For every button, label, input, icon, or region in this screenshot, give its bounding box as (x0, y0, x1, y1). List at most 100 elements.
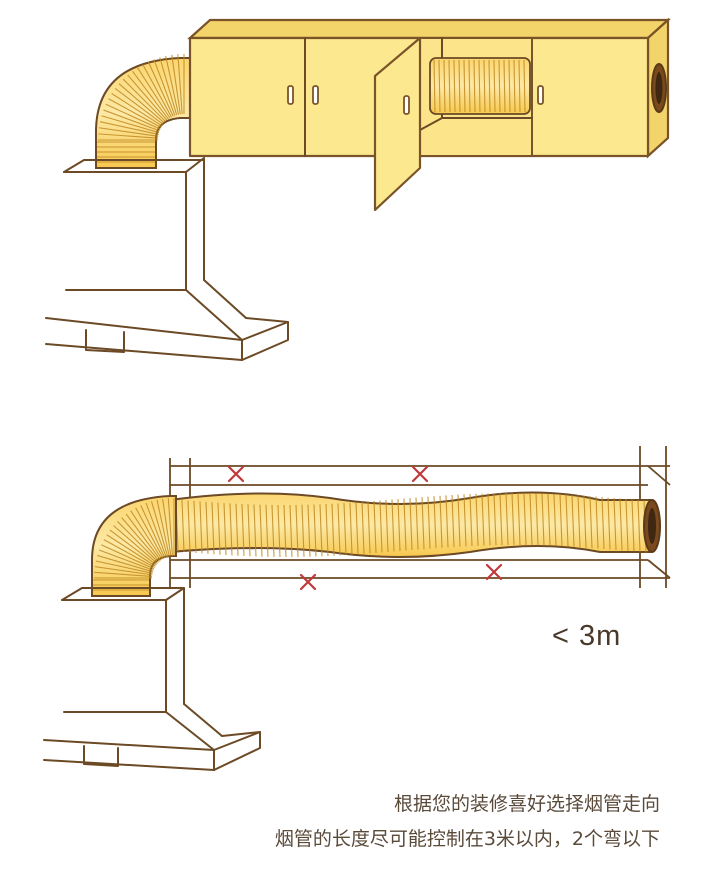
duct-rib (211, 502, 215, 555)
duct-rib (117, 521, 159, 563)
duct-rib (137, 67, 171, 119)
duct-rib (94, 571, 153, 577)
duct-rib (625, 498, 629, 551)
duct-rib (498, 59, 501, 113)
duct-rib (289, 504, 293, 558)
duct-rib (427, 496, 431, 549)
duct-rib (122, 78, 167, 123)
duct-rib (98, 549, 154, 571)
cross-mark-icon (411, 465, 429, 483)
duct-rib (159, 57, 178, 116)
duct-rib (105, 103, 161, 130)
duct-rib (118, 83, 165, 124)
duct-rib (114, 88, 164, 125)
duct-rib (325, 504, 329, 557)
duct-rib (379, 500, 383, 553)
duct-rib (165, 55, 180, 115)
duct-rib (331, 503, 335, 556)
duct-rib (433, 496, 437, 549)
duct-rib (337, 503, 341, 556)
duct-rib (517, 492, 521, 546)
duct-rib (499, 493, 503, 546)
duct-rib (199, 501, 203, 554)
duct-rib (468, 59, 471, 113)
duct-rib (108, 98, 162, 129)
duct-rib (98, 133, 159, 139)
duct-rib (145, 502, 167, 558)
forbidden-marks (227, 465, 503, 591)
duct-rib (361, 501, 365, 554)
duct-rib (162, 498, 172, 557)
duct-rib (247, 504, 251, 557)
duct-rib (101, 115, 160, 134)
duct-rib (493, 493, 497, 546)
duct-rib (235, 503, 239, 556)
duct-rib (463, 59, 466, 113)
duct-rib (483, 59, 486, 113)
duct-rib (111, 93, 163, 127)
duct-rib (478, 59, 481, 113)
duct-rib (319, 504, 323, 557)
caption-line-2: 烟管的长度尽可能控制在3米以内，2个弯以下 (274, 828, 660, 850)
duct-rib (589, 496, 593, 549)
duct-rib (547, 493, 551, 546)
duct-rib (171, 54, 181, 115)
duct-rib (307, 504, 311, 557)
duct-rib (103, 539, 155, 568)
duct-rib (415, 497, 419, 550)
duct-rib (229, 503, 233, 556)
duct-rib (367, 501, 371, 554)
duct-rib (433, 59, 436, 113)
duct-rib (103, 109, 160, 132)
caption-line-1: 根据您的装修喜好选择烟管走向 (393, 793, 660, 815)
duct-rib (475, 493, 479, 546)
duct-rib (259, 504, 263, 557)
duct-rib (295, 504, 299, 557)
duct-rib (463, 494, 467, 547)
duct-rib (473, 59, 476, 113)
duct-rib (493, 59, 496, 113)
length-limit-label: < 3m (552, 620, 622, 652)
duct-rib (265, 504, 269, 557)
duct-rib (99, 121, 159, 136)
duct-rib (156, 499, 170, 557)
cross-mark-icon (227, 465, 245, 483)
duct-rib (595, 496, 599, 549)
duct-rib (443, 59, 446, 113)
duct-rib (457, 494, 461, 547)
duct-rib (153, 59, 176, 116)
duct-rib (438, 59, 441, 113)
duct-rib (271, 504, 275, 557)
duct-rib (631, 499, 635, 552)
duct-rib (217, 502, 221, 555)
duct-rib (385, 500, 389, 553)
top-scene (45, 17, 671, 361)
duct-rib (505, 493, 509, 546)
duct-rib (349, 502, 353, 555)
duct-rib (451, 494, 455, 548)
duct-rib (508, 59, 511, 113)
duct-rib (109, 529, 157, 566)
duct-rib (135, 507, 164, 559)
bottom-range-hood (43, 587, 261, 771)
duct-rib (511, 492, 515, 546)
duct-rib (503, 59, 506, 113)
duct-rib (140, 505, 166, 559)
duct-rib (121, 517, 161, 562)
duct-rib (637, 499, 641, 552)
duct-rib (95, 560, 153, 574)
duct-rib (513, 59, 516, 113)
duct-rib (241, 503, 245, 557)
duct-rib (487, 493, 491, 546)
measure-frame (169, 446, 671, 588)
duct-rib (177, 54, 183, 115)
duct-rib (565, 494, 569, 547)
duct-rib (147, 61, 174, 117)
duct-rib (619, 498, 623, 551)
duct-rib (98, 127, 159, 137)
cross-mark-icon (299, 573, 317, 591)
duct-rib (94, 566, 153, 576)
duct-rib (469, 493, 473, 547)
duct-rib (127, 74, 168, 121)
